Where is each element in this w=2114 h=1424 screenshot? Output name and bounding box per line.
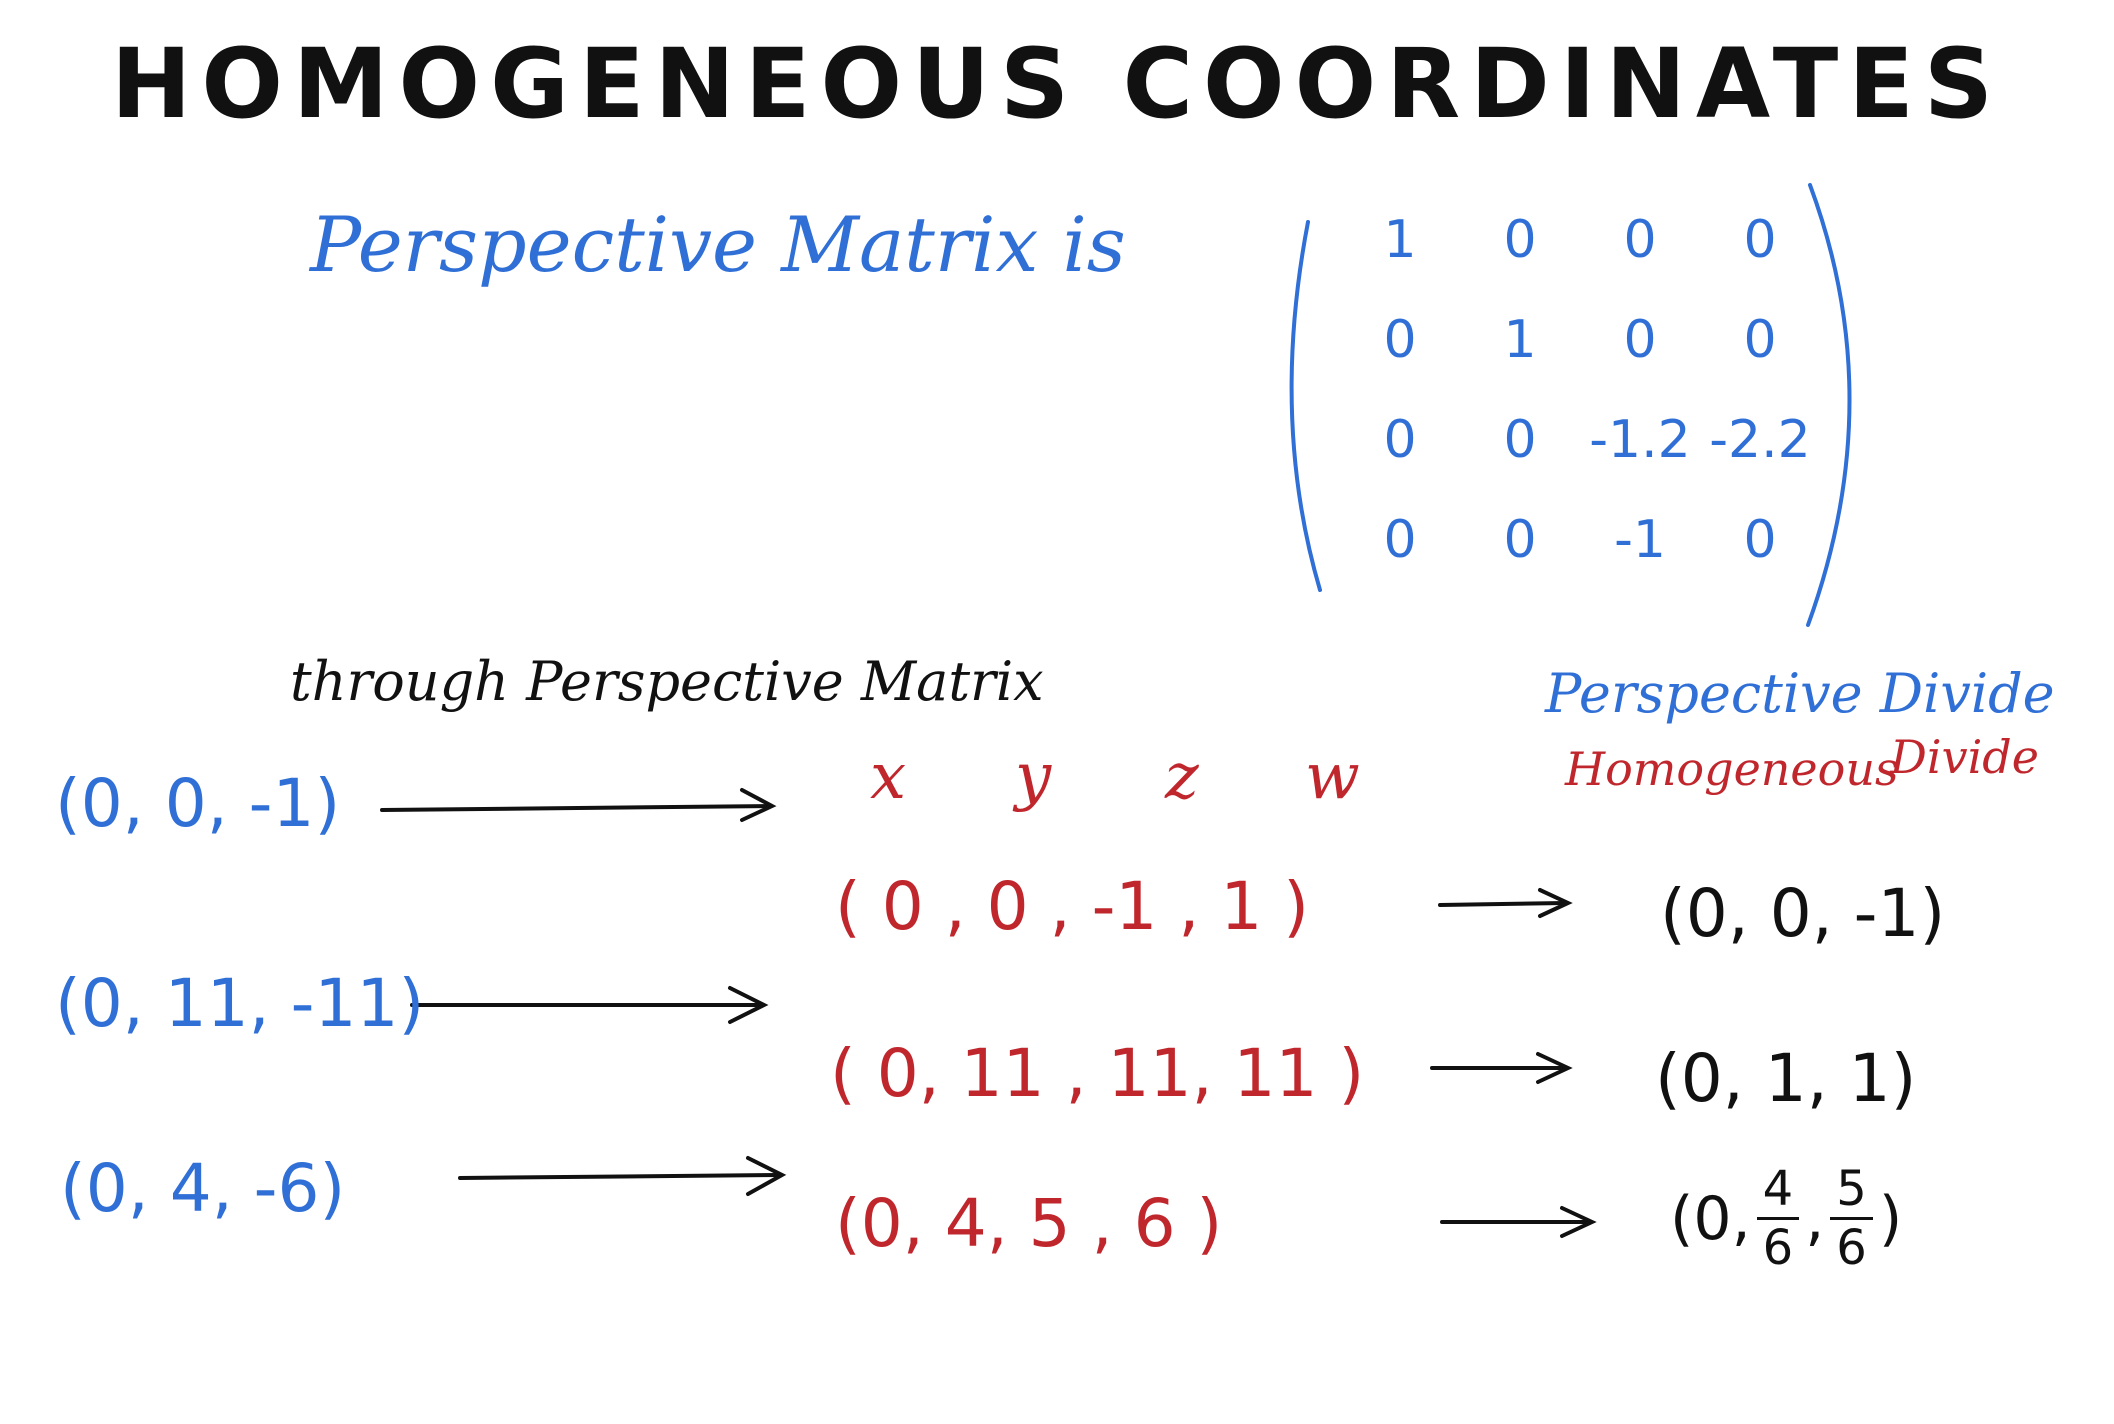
result-vector: (0, 1, 1)	[1655, 1040, 1917, 1117]
homogeneous-divide-label: Divide	[1890, 730, 2039, 784]
header-y: y	[1015, 740, 1052, 814]
matrix-cell: 0	[1743, 310, 1777, 370]
header-x: x	[870, 740, 907, 814]
arrow-clip-to-result-1	[1438, 888, 1573, 918]
matrix-cell: 0	[1503, 410, 1537, 470]
matrix-cell: -1	[1614, 510, 1666, 570]
arrow-input-to-clip-2	[410, 986, 769, 1024]
matrix-cell: -1.2	[1589, 410, 1691, 470]
result-vector: (0, 0, -1)	[1660, 875, 1946, 952]
fraction-numerator: 4	[1756, 1165, 1800, 1220]
matrix-cell: 0	[1383, 510, 1417, 570]
through-matrix-label: through Perspective Matrix	[290, 650, 1044, 713]
matrix-cell: 0	[1623, 310, 1657, 370]
clip-vector: (0, 4, 5 , 6 )	[835, 1185, 1223, 1262]
matrix-cell: 0	[1383, 410, 1417, 470]
header-z: z	[1165, 740, 1199, 814]
matrix-cell: 0	[1503, 510, 1537, 570]
result-suffix: )	[1878, 1183, 1903, 1254]
clip-vector: ( 0, 11 , 11, 11 )	[830, 1035, 1365, 1112]
matrix-cell: 0	[1623, 210, 1657, 270]
matrix-cell: 0	[1383, 310, 1417, 370]
header-w: w	[1305, 740, 1360, 814]
perspective-matrix-label: Perspective Matrix is	[310, 200, 1126, 289]
arrow-clip-to-result-3	[1440, 1206, 1597, 1238]
matrix-cell: -2.2	[1709, 410, 1811, 470]
perspective-divide-label: Perspective Divide	[1545, 662, 2055, 725]
matrix-left-bracket	[1289, 220, 1322, 592]
clip-vector: ( 0 , 0 , -1 , 1 )	[835, 868, 1310, 945]
arrow-input-to-clip-1	[380, 788, 777, 822]
fraction-numerator: 5	[1830, 1165, 1873, 1220]
fraction-denominator: 6	[1836, 1220, 1867, 1276]
homogeneous-label: Homogeneous	[1565, 742, 1899, 796]
input-vector: (0, 0, -1)	[55, 765, 341, 842]
matrix-cell: 0	[1743, 510, 1777, 570]
fraction: 5 6	[1830, 1165, 1873, 1272]
page-title: HOMOGENEOUS COORDINATES	[111, 28, 2003, 140]
arrow-input-to-clip-3	[458, 1156, 787, 1196]
fraction-denominator: 6	[1762, 1220, 1794, 1276]
result-comma: ,	[1805, 1183, 1825, 1254]
result-vector: (0, 4 6 , 5 6 )	[1670, 1165, 1902, 1272]
matrix-cell: 0	[1503, 210, 1537, 270]
matrix-cell: 1	[1503, 310, 1537, 370]
input-vector: (0, 11, -11)	[55, 965, 425, 1042]
arrow-clip-to-result-2	[1430, 1052, 1573, 1084]
input-vector: (0, 4, -6)	[60, 1150, 346, 1227]
matrix-cell: 0	[1743, 210, 1777, 270]
matrix-cell: 1	[1383, 210, 1417, 270]
matrix-right-bracket	[1806, 183, 1852, 627]
result-prefix: (0,	[1670, 1183, 1751, 1254]
fraction: 4 6	[1756, 1165, 1800, 1276]
perspective-matrix: 1 0 0 0 0 1 0 0 0 0 -1.2 -2.2 0 0 -1 0	[1340, 190, 1820, 590]
